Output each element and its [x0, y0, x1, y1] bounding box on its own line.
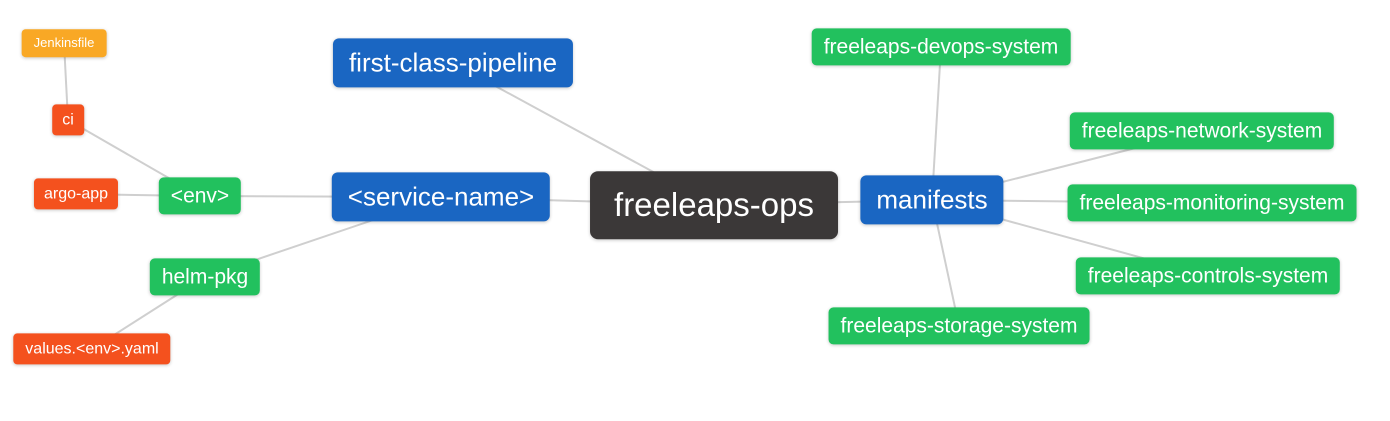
node-freeleaps-ops[interactable]: freeleaps-ops [590, 171, 838, 239]
node-freeleaps-storage-system[interactable]: freeleaps-storage-system [828, 307, 1090, 345]
node-freeleaps-network-system[interactable]: freeleaps-network-system [1069, 112, 1335, 150]
node-jenkinsfile[interactable]: Jenkinsfile [21, 29, 107, 57]
node-freeleaps-monitoring-system[interactable]: freeleaps-monitoring-system [1067, 184, 1357, 222]
node-helm-pkg[interactable]: helm-pkg [149, 258, 261, 296]
node-manifests[interactable]: manifests [860, 175, 1004, 225]
node-freeleaps-controls-system[interactable]: freeleaps-controls-system [1075, 257, 1341, 295]
node-argo-app[interactable]: argo-app [33, 178, 119, 210]
node-ci[interactable]: ci [52, 104, 84, 136]
node-service-name[interactable]: <service-name> [331, 172, 551, 222]
node-env[interactable]: <env> [158, 177, 242, 215]
node-first-class-pipeline[interactable]: first-class-pipeline [332, 38, 574, 88]
node-freeleaps-devops-system[interactable]: freeleaps-devops-system [811, 28, 1071, 66]
node-values-env-yaml[interactable]: values.<env>.yaml [13, 333, 171, 365]
edge-manifests-freeleaps-devops-system [931, 46, 942, 201]
